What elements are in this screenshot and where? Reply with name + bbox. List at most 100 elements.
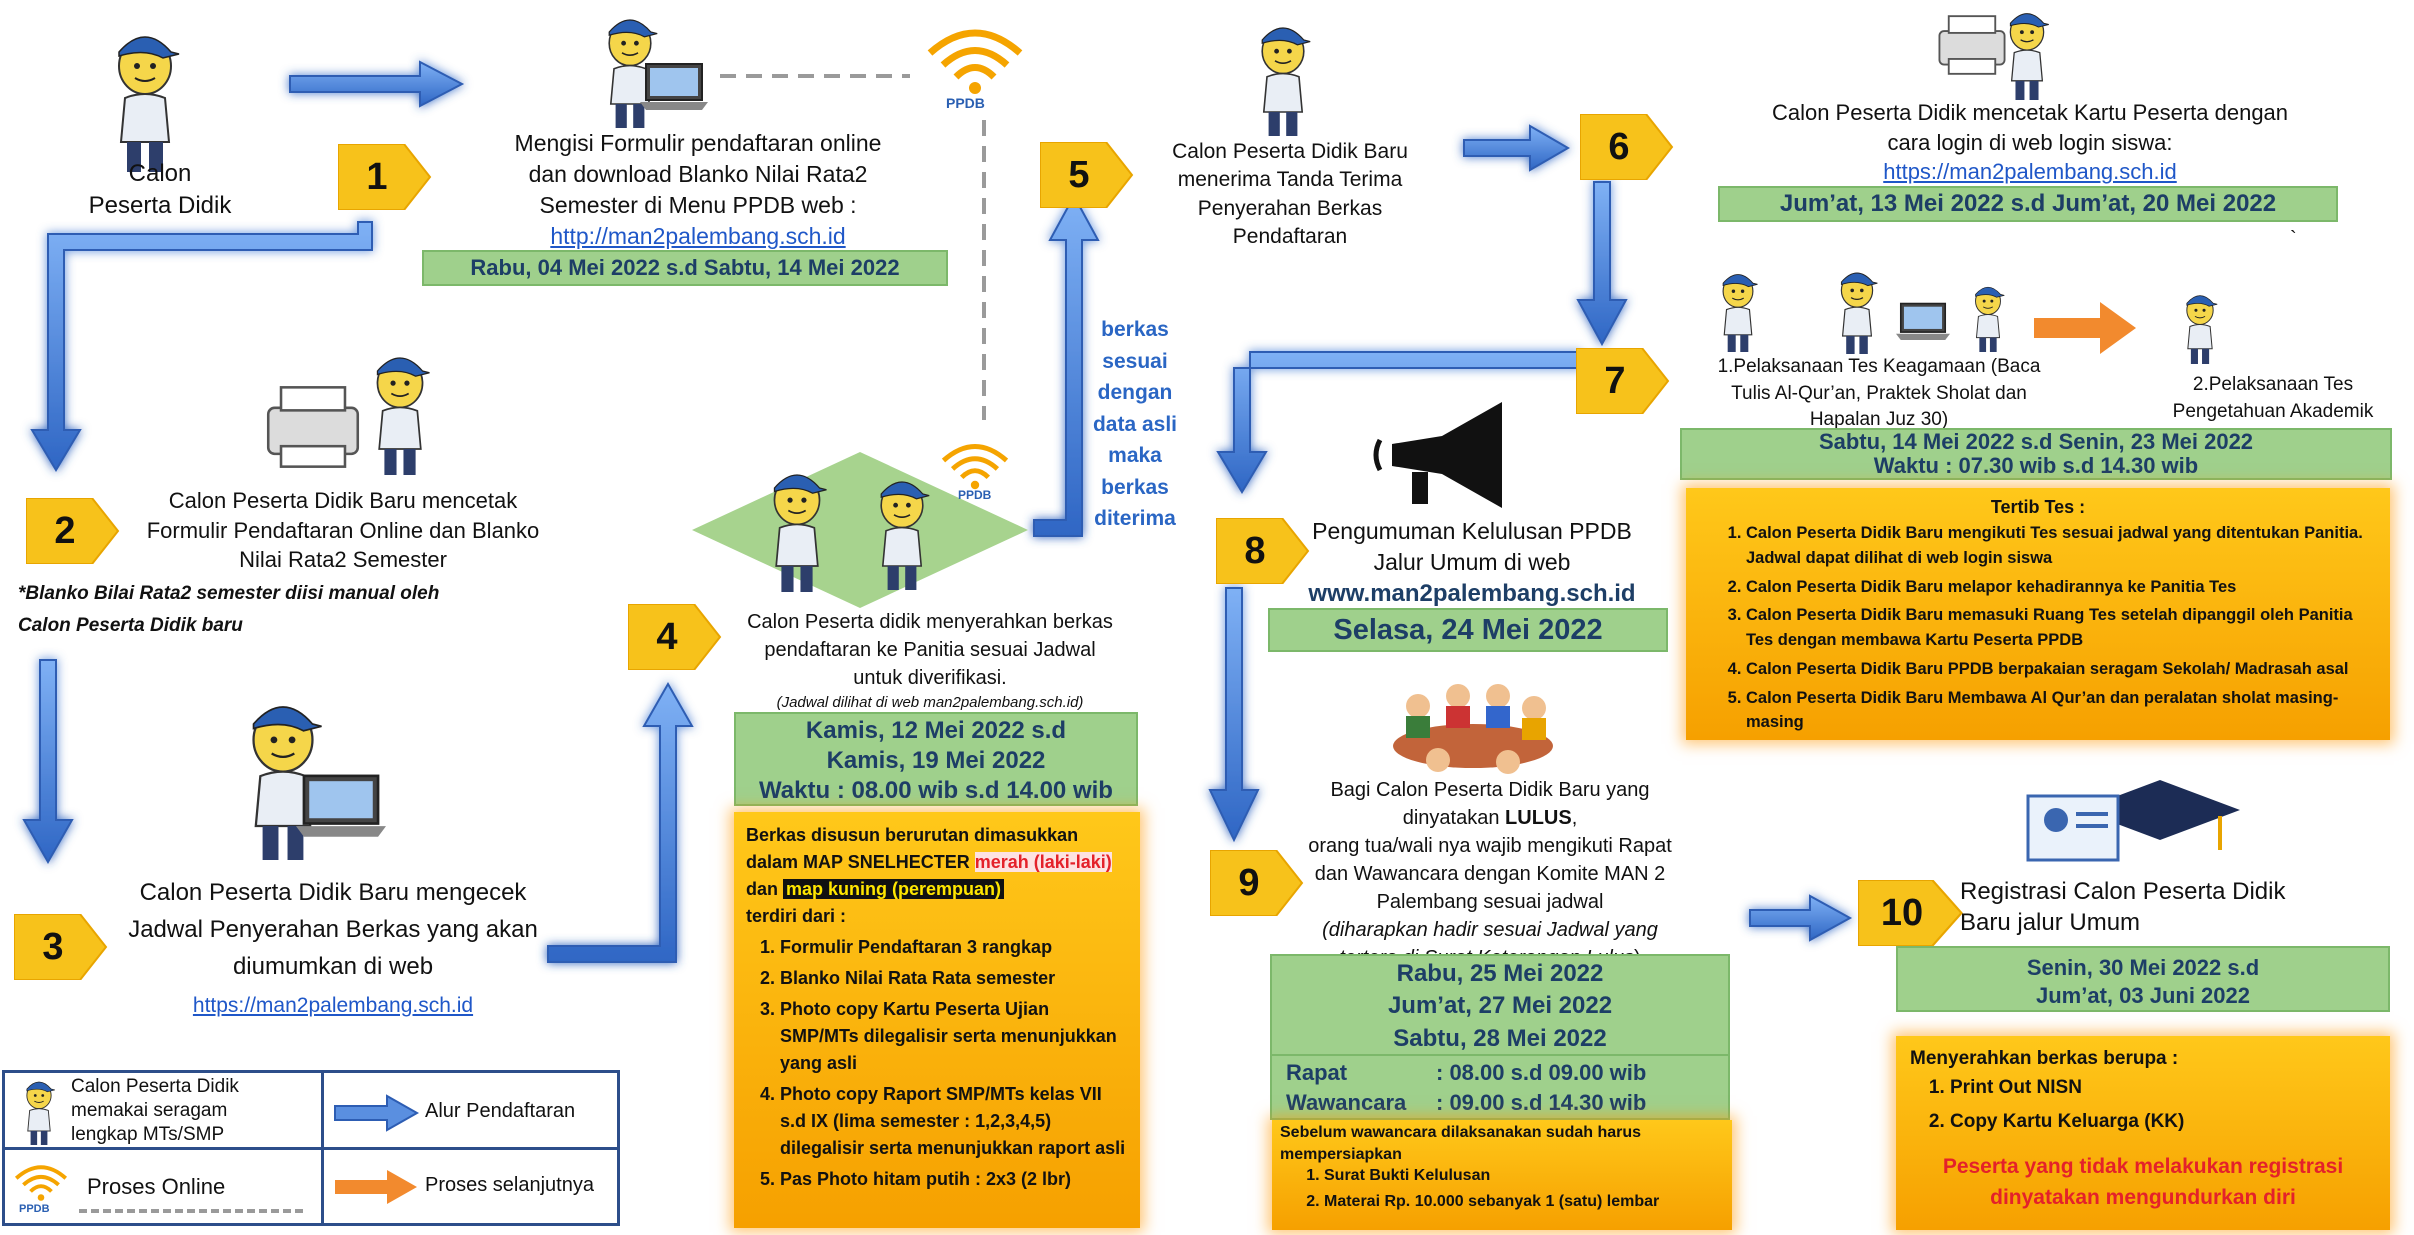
s10-item: Copy Kartu Keluarga (KK) [1950, 1107, 2376, 1136]
person-icon [376, 357, 431, 475]
s9-line-2-bold: LULUS [1505, 807, 1572, 829]
step-5-number: 5 [1068, 154, 1090, 196]
verify-line: berkas [1101, 318, 1169, 341]
s10-box: Menyerahkan berkas berupa : Print Out NI… [1896, 1036, 2390, 1230]
start-label-line2: Peserta Didik [88, 192, 232, 220]
s7-rule: Calon Peserta Didik Baru melapor kehadir… [1746, 575, 2376, 600]
laptop-icon [296, 774, 386, 839]
s4-item: Pas Photo hitam putih : 2x3 (2 lbr) [780, 1166, 1128, 1193]
s4-item: Blanko Nilai Rata Rata semester [780, 965, 1128, 992]
s9-rapat-label: Rapat [1286, 1060, 1348, 1085]
s2-line-1: Calon Peserta Didik Baru mencetak [168, 488, 518, 513]
meeting-icon [1393, 684, 1553, 774]
graduation-cap-icon [2026, 780, 2240, 862]
legend-online: Proses Online [87, 1174, 226, 1199]
s7-test1-line-1: 1.Pelaksanaan Tes Keagamaan (Baca [1717, 356, 2041, 377]
arrow-icon [335, 1170, 417, 1204]
s7-test2-line-2: Pengetahuan Akademik [2172, 400, 2374, 422]
arrow-start-to-s1 [289, 60, 465, 108]
step-10-number: 10 [1880, 892, 1924, 934]
s3-link[interactable]: https://man2palembang.sch.id [192, 993, 474, 1017]
verify-line: maka [1108, 444, 1162, 467]
s7-rule: Calon Peserta Didik Baru memasuki Ruang … [1746, 603, 2376, 653]
person-icon [1975, 286, 2005, 352]
s7-test1-line-2: Tulis Al-Qur’an, Praktek Sholat dan [1731, 382, 2027, 404]
s9-line-1: Bagi Calon Peserta Didik Baru yang [1330, 779, 1650, 801]
stray-mark: ` [2290, 228, 2297, 250]
s3-line-2: Jadwal Penyerahan Berkas yang akan [128, 916, 538, 944]
s9-line-4: dan Wawancara dengan Komite MAN 2 [1314, 863, 1666, 885]
s10-line-1: Registrasi Calon Peserta Didik [1960, 878, 2286, 905]
verify-line: sesuai [1102, 349, 1168, 373]
legend: Calon Peserta Didik memakai seragam leng… [2, 1070, 620, 1226]
s4-box-intro-2: dalam MAP SNELHECTER [746, 852, 970, 872]
arrow-s7-to-s8 [1216, 351, 1581, 494]
s4-item: Formulir Pendaftaran 3 rangkap [780, 934, 1128, 961]
s9-prep-box: Sebelum wawancara dilaksanakan sudah har… [1272, 1120, 1732, 1230]
wifi-icon [940, 436, 1010, 492]
s1-line-2: dan download Blanko Nilai Rata2 [528, 161, 868, 188]
s7-rules-box: Tertib Tes : Calon Peserta Didik Baru me… [1686, 488, 2390, 740]
wifi-icon [14, 1165, 68, 1203]
s9-wawancara-label: Wawancara [1286, 1089, 1407, 1115]
legend-uniform-line-1: Calon Peserta Didik [71, 1076, 239, 1097]
s8-web: www.man2palembang.sch.id [1308, 580, 1636, 608]
s9-rapat-time: : 08.00 s.d 09.00 wib [1436, 1060, 1647, 1085]
step-3-number: 3 [42, 926, 64, 968]
laptop-icon [640, 63, 708, 111]
legend-online-dash [79, 1209, 303, 1213]
s4-date-2: Kamis, 19 Mei 2022 [826, 747, 1046, 774]
s4-box-intro-1: Berkas disusun berurutan dimasukkan [746, 825, 1079, 845]
arrow-s1-to-s2 [30, 221, 373, 472]
s6-line-2: cara login di web login siswa: [1887, 129, 2173, 155]
s10-date-1: Senin, 30 Mei 2022 s.d [2026, 955, 2260, 980]
s10-line-2: Baru jalur Umum [1960, 909, 2141, 937]
s9-line-5: Palembang sesuai jadwal [1376, 891, 1604, 913]
arrow-s3-to-s4 [547, 681, 694, 963]
s8-date: Selasa, 24 Mei 2022 [1268, 608, 1668, 652]
s9-line-2-pre: dinyatakan [1402, 807, 1506, 829]
s3-line-1: Calon Peserta Didik Baru mengecek [139, 879, 527, 906]
wifi-icon [925, 18, 1025, 98]
step-4-number: 4 [656, 616, 678, 658]
s9-date-3: Sabtu, 28 Mei 2022 [1393, 1024, 1607, 1052]
verify-line: berkas [1101, 475, 1169, 499]
s7-test2-line-1: 2.Pelaksanaan Tes [2192, 374, 2354, 395]
step-10-badge: 10 [1856, 878, 1966, 948]
s7-rule: Calon Peserta Didik Baru Membawa Al Qur’… [1746, 686, 2376, 736]
verify-line: dengan [1097, 381, 1173, 404]
person-icon [2186, 295, 2218, 364]
s10-date-2: Jum’at, 03 Juni 2022 [2036, 982, 2250, 1008]
legend-uniform-line-3: lengkap MTs/SMP [71, 1123, 225, 1145]
person-icon [880, 481, 931, 590]
s2-line-2: Formulir Pendaftaran Online dan Blanko [146, 517, 540, 543]
s3-line-3: diumumkan di web [232, 953, 434, 981]
s10-box-title: Menyerahkan berkas berupa : [1910, 1048, 2179, 1069]
s4-item: Photo copy Raport SMP/MTs kelas VII s.d … [780, 1081, 1128, 1162]
s5-line-1: Calon Peserta Didik Baru [1172, 140, 1408, 163]
step-2-badge: 2 [25, 497, 122, 565]
s10-item: Print Out NISN [1950, 1073, 2376, 1102]
s2-line-3: Nilai Rata2 Semester [239, 547, 447, 573]
legend-uniform-line-2: memakai seragam [71, 1099, 228, 1121]
s1-link[interactable]: http://man2palembang.sch.id [550, 223, 846, 250]
s4-line-2: pendaftaran ke Panitia sesuai Jadwal [764, 639, 1096, 661]
verify-line: data asli [1092, 412, 1178, 436]
arrow-icon [334, 1094, 420, 1132]
s6-link[interactable]: https://man2palembang.sch.id [1883, 159, 2177, 185]
s4-item: Photo copy Kartu Peserta Ujian SMP/MTs d… [780, 996, 1128, 1077]
step-1-number: 1 [366, 156, 388, 198]
step-1-badge: 1 [337, 143, 434, 211]
s4-note: (Jadwal dilihat di web man2palembang.sch… [776, 694, 1084, 711]
s4-line-3: untuk diverifikasi. [853, 667, 1007, 689]
s1-date: Rabu, 04 Mei 2022 s.d Sabtu, 14 Mei 2022 [422, 250, 948, 286]
s9-prep-item: Surat Bukti Kelulusan [1324, 1165, 1724, 1187]
step-6-number: 6 [1608, 126, 1630, 168]
s9-prep-item: Materai Rp. 10.000 sebanyak 1 (satu) lem… [1324, 1191, 1724, 1213]
s8-line-2: Jalur Umum di web [1373, 549, 1571, 576]
arrow-s4-to-s5 [1033, 193, 1100, 537]
verify-line: diterima [1094, 507, 1176, 530]
step-8-badge: 8 [1215, 517, 1312, 585]
s9-prep-intro: Sebelum wawancara dilaksanakan sudah har… [1280, 1124, 1642, 1163]
